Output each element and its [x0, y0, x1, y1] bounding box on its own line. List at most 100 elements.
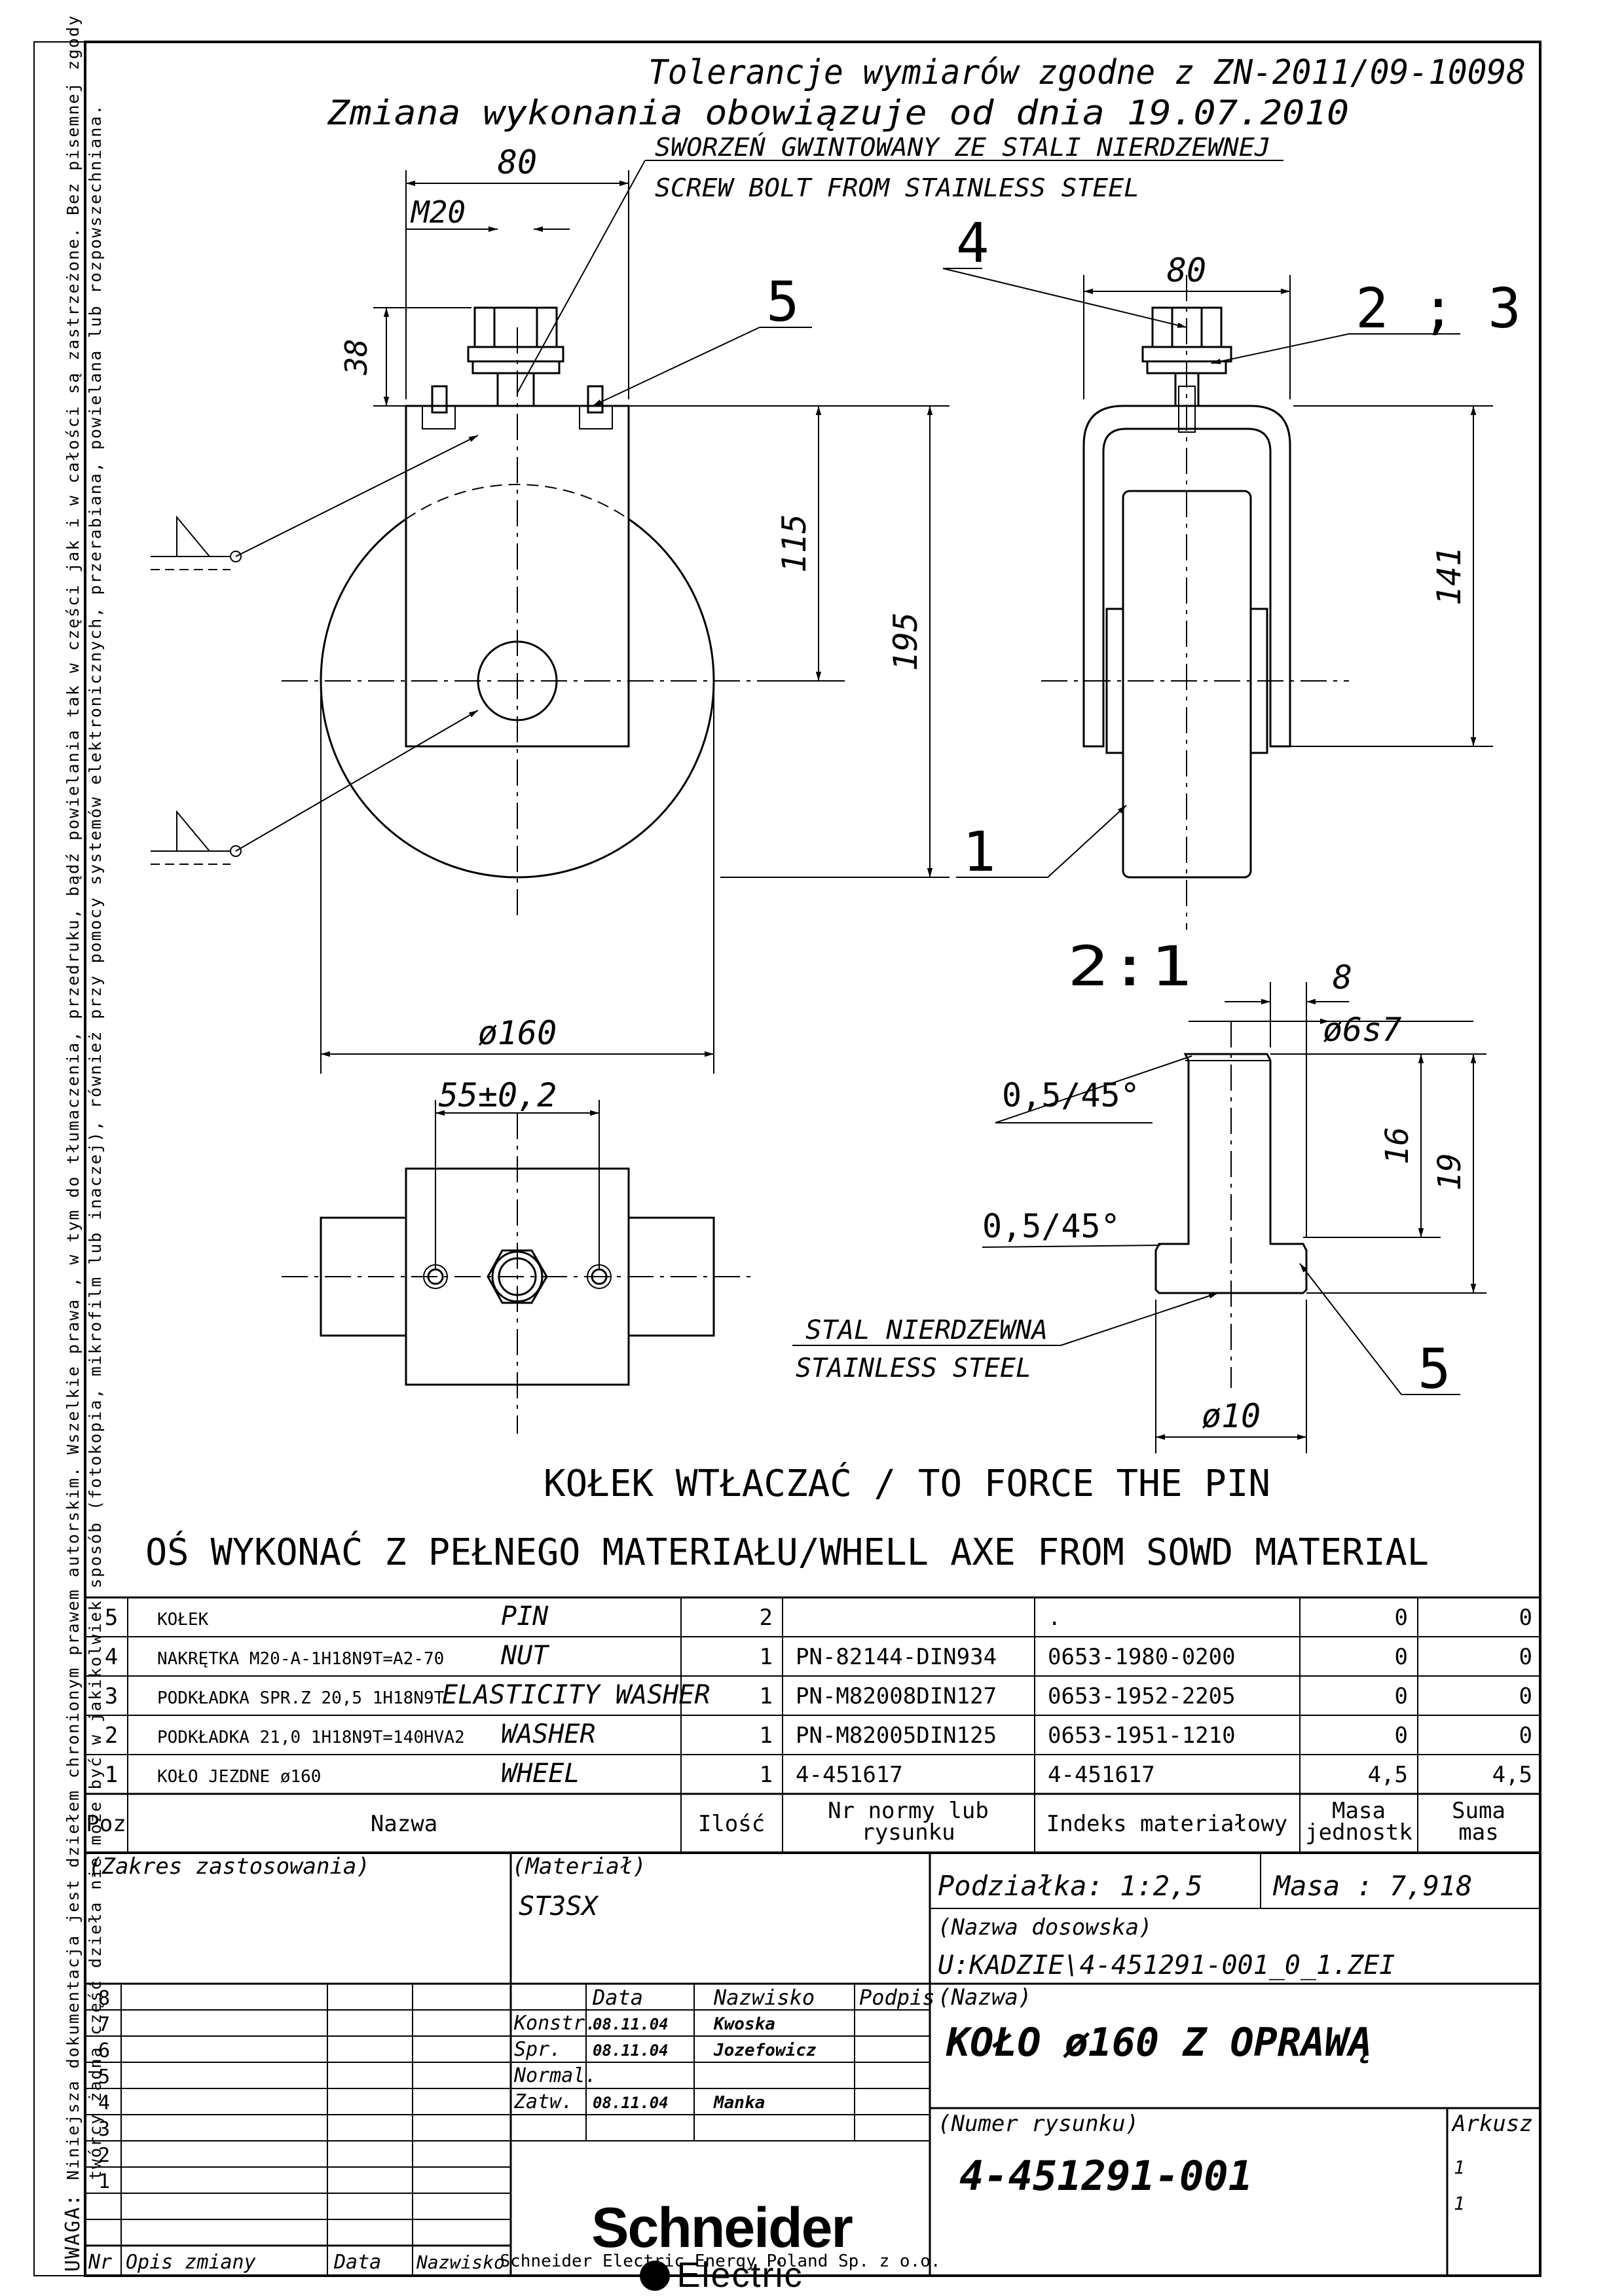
row-unit-mass: 4,5	[1368, 1762, 1408, 1788]
row-unit-mass: 0	[1395, 1605, 1408, 1631]
dim-19: 19	[1431, 1153, 1468, 1191]
front-view-labels: 80 M20 38 115 195 ø160 SWORZEŃ GWINTOWAN…	[339, 133, 1270, 1052]
row-index: 0653-1980-0200	[1048, 1644, 1236, 1670]
sig-header-name: Nazwisko	[713, 1985, 815, 2010]
revision-numbers: 8 7 6 5 4 3 2 1	[98, 1987, 110, 2193]
sig-role: Normal.	[513, 2064, 597, 2087]
balloon-4: 4	[956, 211, 989, 275]
row-name-en: WASHER	[501, 1719, 596, 1749]
parts-list	[85, 1596, 1540, 1854]
side-notice-line2: twórcy żadna część dzieła nie może być w…	[86, 103, 105, 2180]
material-value: ST3SX	[519, 1891, 599, 1922]
signature-row: Konstr. 08.11.04 Kwoska	[513, 2012, 775, 2035]
dim-side-height: 141	[1430, 547, 1468, 606]
chamfer-bottom: 0,5/45°	[982, 1207, 1120, 1245]
name-label: (Nazwa)	[938, 1984, 1031, 2011]
row-unit-mass: 0	[1395, 1644, 1408, 1670]
rev-footer-name: Nazwisko	[416, 2251, 505, 2273]
dim-axle-height: 115	[775, 514, 813, 573]
table-row: 2 PODKŁADKA 21,0 1H18N9T=140HVA2 WASHER …	[105, 1719, 1532, 1749]
company-sub-text: Electric	[676, 2255, 803, 2295]
sig-name: Jozefowicz	[713, 2041, 817, 2060]
pin-detail	[792, 982, 1486, 1453]
tolerance-note: Tolerancje wymiarów zgodne z ZN-2011/09-…	[648, 53, 1526, 92]
axle-note: OŚ WYKONAĆ Z PEŁNEGO MATERIAŁU/WHELL AXE…	[145, 1531, 1429, 1574]
row-poz: 1	[105, 1762, 118, 1788]
signature-row: Normal.	[513, 2064, 597, 2087]
row-name-pl: KOŁEK	[157, 1610, 209, 1630]
front-view	[151, 160, 1283, 1074]
row-name-en: ELASTICITY WASHER	[442, 1680, 710, 1710]
sig-header-date: Data	[592, 1985, 643, 2010]
sheet-frame	[33, 41, 1541, 2277]
detail-scale: 2:1	[1067, 934, 1192, 998]
rev-number: 1	[98, 2170, 110, 2193]
rev-number: 8	[98, 1987, 110, 2010]
sig-date: 08.11.04	[593, 2015, 669, 2033]
dim-total-height: 195	[887, 612, 925, 671]
logo-mark-icon	[640, 2261, 671, 2291]
side-notice: UWAGA: Niniejsza dokumentacja jest dzieł…	[62, 14, 107, 2272]
row-index: .	[1048, 1605, 1061, 1631]
side-notice-label: UWAGA:	[62, 2193, 84, 2272]
header-notes: Tolerancje wymiarów zgodne z ZN-2011/09-…	[327, 53, 1526, 133]
dim-head-diameter: ø10	[1202, 1397, 1261, 1435]
company-sub: Electric	[512, 2256, 931, 2294]
rev-number: 3	[98, 2118, 110, 2141]
header-norm-2: rysunku	[861, 1819, 955, 1846]
sig-role: Zatw.	[513, 2090, 573, 2113]
rev-number: 5	[98, 2066, 110, 2088]
row-name-pl: KOŁO JEZDNE ø160	[157, 1767, 321, 1787]
dim-thread: M20	[410, 194, 466, 230]
row-total-mass: 0	[1519, 1722, 1532, 1749]
header-total-mass-2: mas	[1458, 1819, 1498, 1846]
dos-value: U:KADZIE\4-451291-001_0_1.ZEI	[938, 1950, 1395, 1980]
row-norm: PN-M82008DIN127	[796, 1683, 997, 1709]
sig-header-sign: Podpis	[859, 1985, 935, 2010]
row-name-pl: NAKRĘTKA M20-A-1H18N9T=A2-70	[157, 1649, 444, 1669]
side-notice-line1: Niniejsza dokumentacja jest dziełem chro…	[64, 14, 83, 2180]
header-unit-mass-1: Masa	[1332, 1798, 1386, 1824]
company-footer: Schneider Electric Energy Poland Sp. z o…	[500, 2251, 940, 2271]
rev-footer-nr: Nr	[88, 2251, 112, 2274]
dim-front-width: 80	[498, 143, 537, 181]
row-total-mass: 4,5	[1492, 1762, 1532, 1788]
signature-row: Spr. 08.11.04 Jozefowicz	[514, 2038, 817, 2061]
side-view	[942, 268, 1493, 930]
row-qty: 1	[760, 1762, 773, 1788]
balloon-1: 1	[963, 820, 996, 884]
row-norm: PN-82144-DIN934	[796, 1644, 997, 1670]
pin-detail-labels: 2:1 8 ø6s7 0,5/45° 0,5/45° 16 19 STAL NI…	[796, 934, 1468, 1435]
table-row: 1 KOŁO JEZDNE ø160 WHEEL 1 4-451617 4-45…	[105, 1758, 1532, 1789]
header-poz: Poz	[86, 1811, 126, 1837]
row-norm: 4-451617	[796, 1762, 903, 1788]
parts-list-rows: 5 KOŁEK PIN 2 . 0 0 4 NAKRĘTKA M20-A-1H1…	[86, 1601, 1532, 1846]
row-qty: 1	[760, 1722, 773, 1749]
row-poz: 4	[105, 1644, 118, 1670]
pin-note: KOŁEK WTŁACZAĆ / TO FORCE THE PIN	[544, 1463, 1270, 1505]
drawing-number: 4-451291-001	[959, 2152, 1253, 2200]
sheet-value: 1	[1454, 2157, 1465, 2178]
row-name-en: NUT	[500, 1641, 550, 1671]
rev-number: 2	[98, 2144, 110, 2167]
row-total-mass: 0	[1519, 1644, 1532, 1670]
application-label: (Zakres zastosowania)	[88, 1853, 370, 1880]
row-qty: 1	[760, 1683, 773, 1709]
header-index: Indeks materiałowy	[1046, 1811, 1287, 1837]
row-name-pl: PODKŁADKA SPR.Z 20,5 1H18N9T	[157, 1688, 445, 1708]
rev-number: 7	[98, 2013, 110, 2036]
row-poz: 2	[105, 1722, 118, 1749]
row-poz: 5	[105, 1605, 118, 1631]
table-row: 5 KOŁEK PIN 2 . 0 0	[105, 1601, 1532, 1631]
header-norm-1: Nr normy lub	[828, 1798, 989, 1824]
row-unit-mass: 0	[1395, 1722, 1408, 1749]
dim-hole-spacing: 55±0,2	[439, 1076, 557, 1114]
row-norm: PN-M82005DIN125	[796, 1722, 997, 1749]
drawing-mass: Masa : 7,918	[1272, 1870, 1472, 1902]
bolt-note-pl: SWORZEŃ GWINTOWANY ZE STALI NIERDZEWNEJ	[655, 133, 1270, 162]
dim-side-width: 80	[1167, 251, 1206, 289]
rev-number: 4	[98, 2092, 110, 2115]
signature-row: Zatw. 08.11.04 Manka	[513, 2090, 765, 2113]
chamfer-top: 0,5/45°	[1002, 1076, 1140, 1114]
